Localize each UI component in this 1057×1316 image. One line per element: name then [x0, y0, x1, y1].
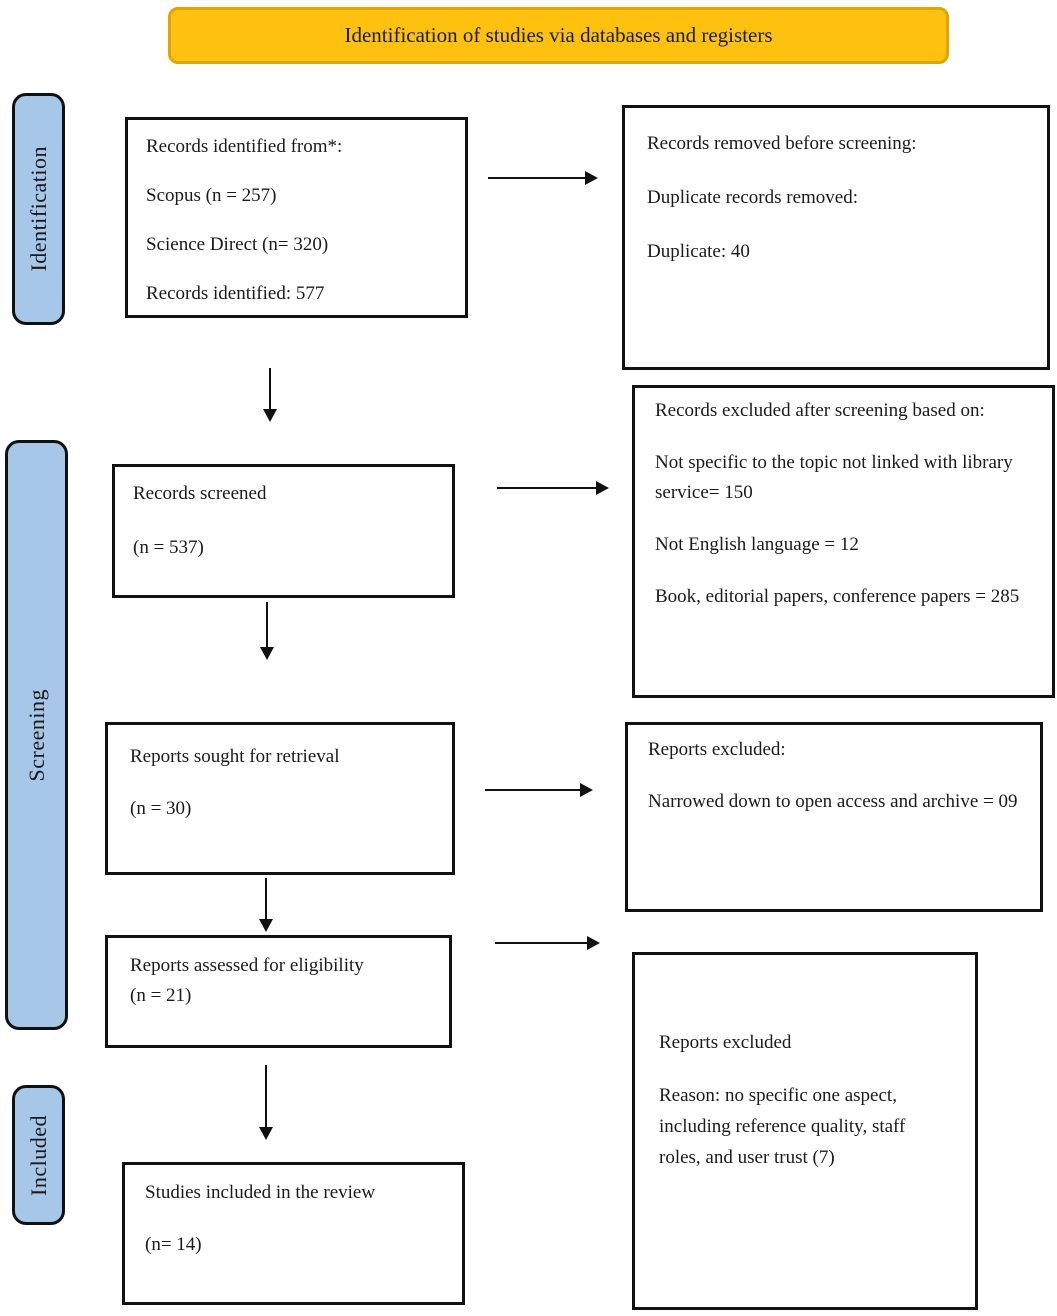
- records-excluded-not-english: Not English language = 12: [655, 534, 859, 555]
- arrow-down-sought-to-assessed-icon: [259, 878, 273, 932]
- box-studies-included: Studies included in the review (n= 14): [122, 1162, 465, 1305]
- reports-assessed-heading: Reports assessed for eligibility: [130, 955, 364, 976]
- reports-excluded-eligibility-heading: Reports excluded: [659, 1032, 792, 1053]
- records-removed-duplicate-count: Duplicate: 40: [647, 241, 750, 262]
- reports-assessed-count: (n = 21): [130, 985, 192, 1006]
- reports-sought-count: (n = 30): [130, 798, 192, 819]
- reports-excluded-retrieval-heading: Reports excluded:: [648, 739, 786, 760]
- stage-label-included: Included: [25, 1114, 51, 1196]
- box-records-identified: Records identified from*: Scopus (n = 25…: [125, 117, 468, 318]
- arrow-down-screened-to-sought-icon: [260, 602, 274, 660]
- diagram-title-banner: Identification of studies via databases …: [168, 7, 949, 64]
- studies-included-heading: Studies included in the review: [145, 1182, 376, 1203]
- arrow-right-identified-to-removed-icon: [488, 171, 598, 185]
- records-identified-sciencedirect: Science Direct (n= 320): [146, 234, 329, 255]
- box-records-screened: Records screened (n = 537): [112, 464, 455, 598]
- box-reports-assessed: Reports assessed for eligibility (n = 21…: [105, 935, 452, 1048]
- box-records-removed: Records removed before screening: Duplic…: [622, 105, 1050, 370]
- records-excluded-heading: Records excluded after screening based o…: [655, 400, 985, 421]
- reports-sought-heading: Reports sought for retrieval: [130, 746, 340, 767]
- stage-tab-included: Included: [12, 1085, 65, 1225]
- stage-tab-screening: Screening: [5, 440, 68, 1030]
- stage-label-screening: Screening: [23, 688, 49, 782]
- stage-tab-identification: Identification: [12, 93, 65, 325]
- records-excluded-not-specific: Not specific to the topic not linked wit…: [655, 452, 1013, 503]
- box-reports-excluded-retrieval: Reports excluded: Narrowed down to open …: [625, 722, 1043, 912]
- reports-excluded-retrieval-reason: Narrowed down to open access and archive…: [648, 791, 1018, 812]
- stage-label-identification: Identification: [25, 146, 51, 272]
- arrow-down-assessed-to-included-icon: [259, 1065, 273, 1140]
- records-screened-count: (n = 537): [133, 537, 204, 558]
- reports-excluded-eligibility-reason: Reason: no specific one aspect, includin…: [659, 1085, 906, 1168]
- records-removed-duplicates-label: Duplicate records removed:: [647, 187, 859, 208]
- box-reports-excluded-eligibility: Reports excluded Reason: no specific one…: [632, 952, 978, 1310]
- records-identified-scopus: Scopus (n = 257): [146, 185, 277, 206]
- arrow-down-identified-to-screened-icon: [263, 368, 277, 422]
- arrow-right-screened-to-excluded-icon: [497, 481, 609, 495]
- records-identified-heading: Records identified from*:: [146, 136, 343, 157]
- records-identified-total: Records identified: 577: [146, 283, 325, 304]
- box-records-excluded-screening: Records excluded after screening based o…: [632, 385, 1055, 698]
- arrow-right-assessed-to-excluded-icon: [495, 936, 600, 950]
- diagram-title: Identification of studies via databases …: [344, 23, 773, 47]
- records-excluded-book-editorial: Book, editorial papers, conference paper…: [655, 586, 1020, 607]
- records-removed-heading: Records removed before screening:: [647, 133, 917, 154]
- studies-included-count: (n= 14): [145, 1234, 202, 1255]
- arrow-right-sought-to-excluded-icon: [485, 783, 593, 797]
- records-screened-heading: Records screened: [133, 483, 267, 504]
- box-reports-sought: Reports sought for retrieval (n = 30): [105, 722, 455, 875]
